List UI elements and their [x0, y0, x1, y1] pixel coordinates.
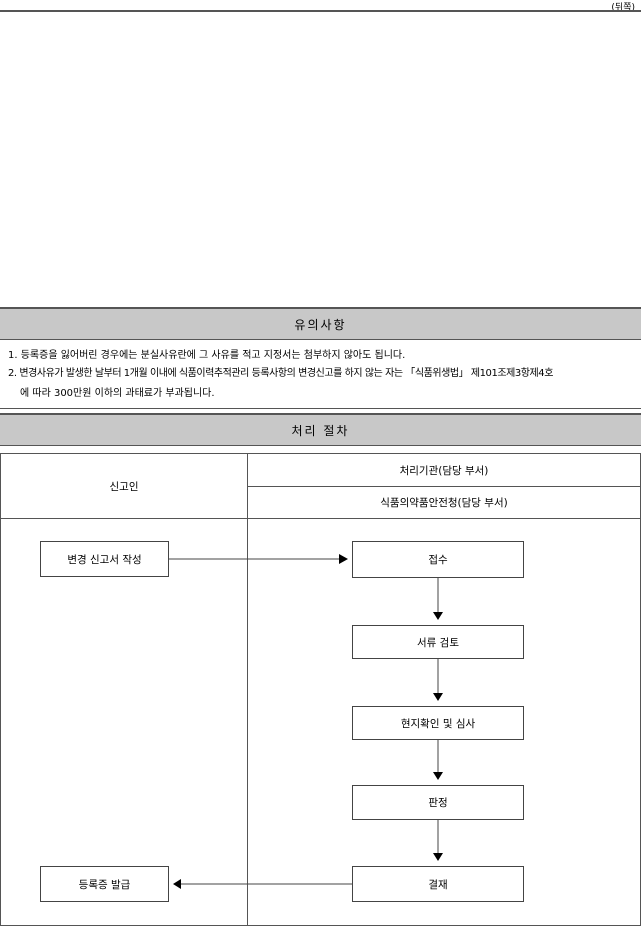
arrowhead-issue [173, 879, 181, 889]
issue-certificate-box: 등록증 발급 [40, 866, 169, 902]
arrowhead-judge [433, 772, 443, 780]
procedure-header: 처리 절차 [0, 413, 641, 446]
receive-box: 접수 [352, 541, 524, 578]
agency-column-header: 처리기관(담당 부서) [399, 464, 489, 477]
flow-arrows [169, 554, 443, 889]
note-line-3: 에 따라 300만원 이하의 과태료가 부과됩니다. [20, 388, 215, 399]
applicant-column-header: 신고인 [109, 480, 139, 493]
header-bottom-divider [1, 518, 640, 519]
note-line-2: 2. 변경사유가 발생한 날부터 1개월 이내에 식품이력추적관리 등록사항의 … [8, 368, 553, 379]
write-report-box: 변경 신고서 작성 [40, 541, 169, 577]
note-line-1: 1. 등록증을 잃어버린 경우에는 분실사유란에 그 사유를 적고 지정서는 첨… [8, 350, 406, 361]
judge-box: 판정 [352, 785, 524, 820]
review-box: 서류 검토 [352, 625, 524, 659]
arrowhead-approve [433, 853, 443, 861]
agency-header-divider [248, 486, 640, 487]
column-divider [247, 454, 248, 925]
procedure-title: 처리 절차 [291, 423, 350, 438]
procedure-flowchart: 신고인 처리기관(담당 부서) 식품의약품안전청(담당 부서) 변경 신고서 작… [0, 453, 641, 926]
arrowhead-review [433, 612, 443, 620]
top-divider [0, 10, 641, 12]
notes-body: 1. 등록증을 잃어버린 경우에는 분실사유란에 그 사유를 적고 지정서는 첨… [0, 342, 641, 409]
inspect-box: 현지확인 및 심사 [352, 706, 524, 740]
notes-title: 유의사항 [294, 317, 347, 332]
notes-header: 유의사항 [0, 307, 641, 340]
agency-name: 식품의약품안전청(담당 부서) [380, 497, 508, 509]
approve-box: 결재 [352, 866, 524, 902]
arrowhead-inspect [433, 693, 443, 701]
back-page-label: (뒤쪽) [611, 3, 635, 13]
arrowhead-receive [339, 554, 348, 564]
